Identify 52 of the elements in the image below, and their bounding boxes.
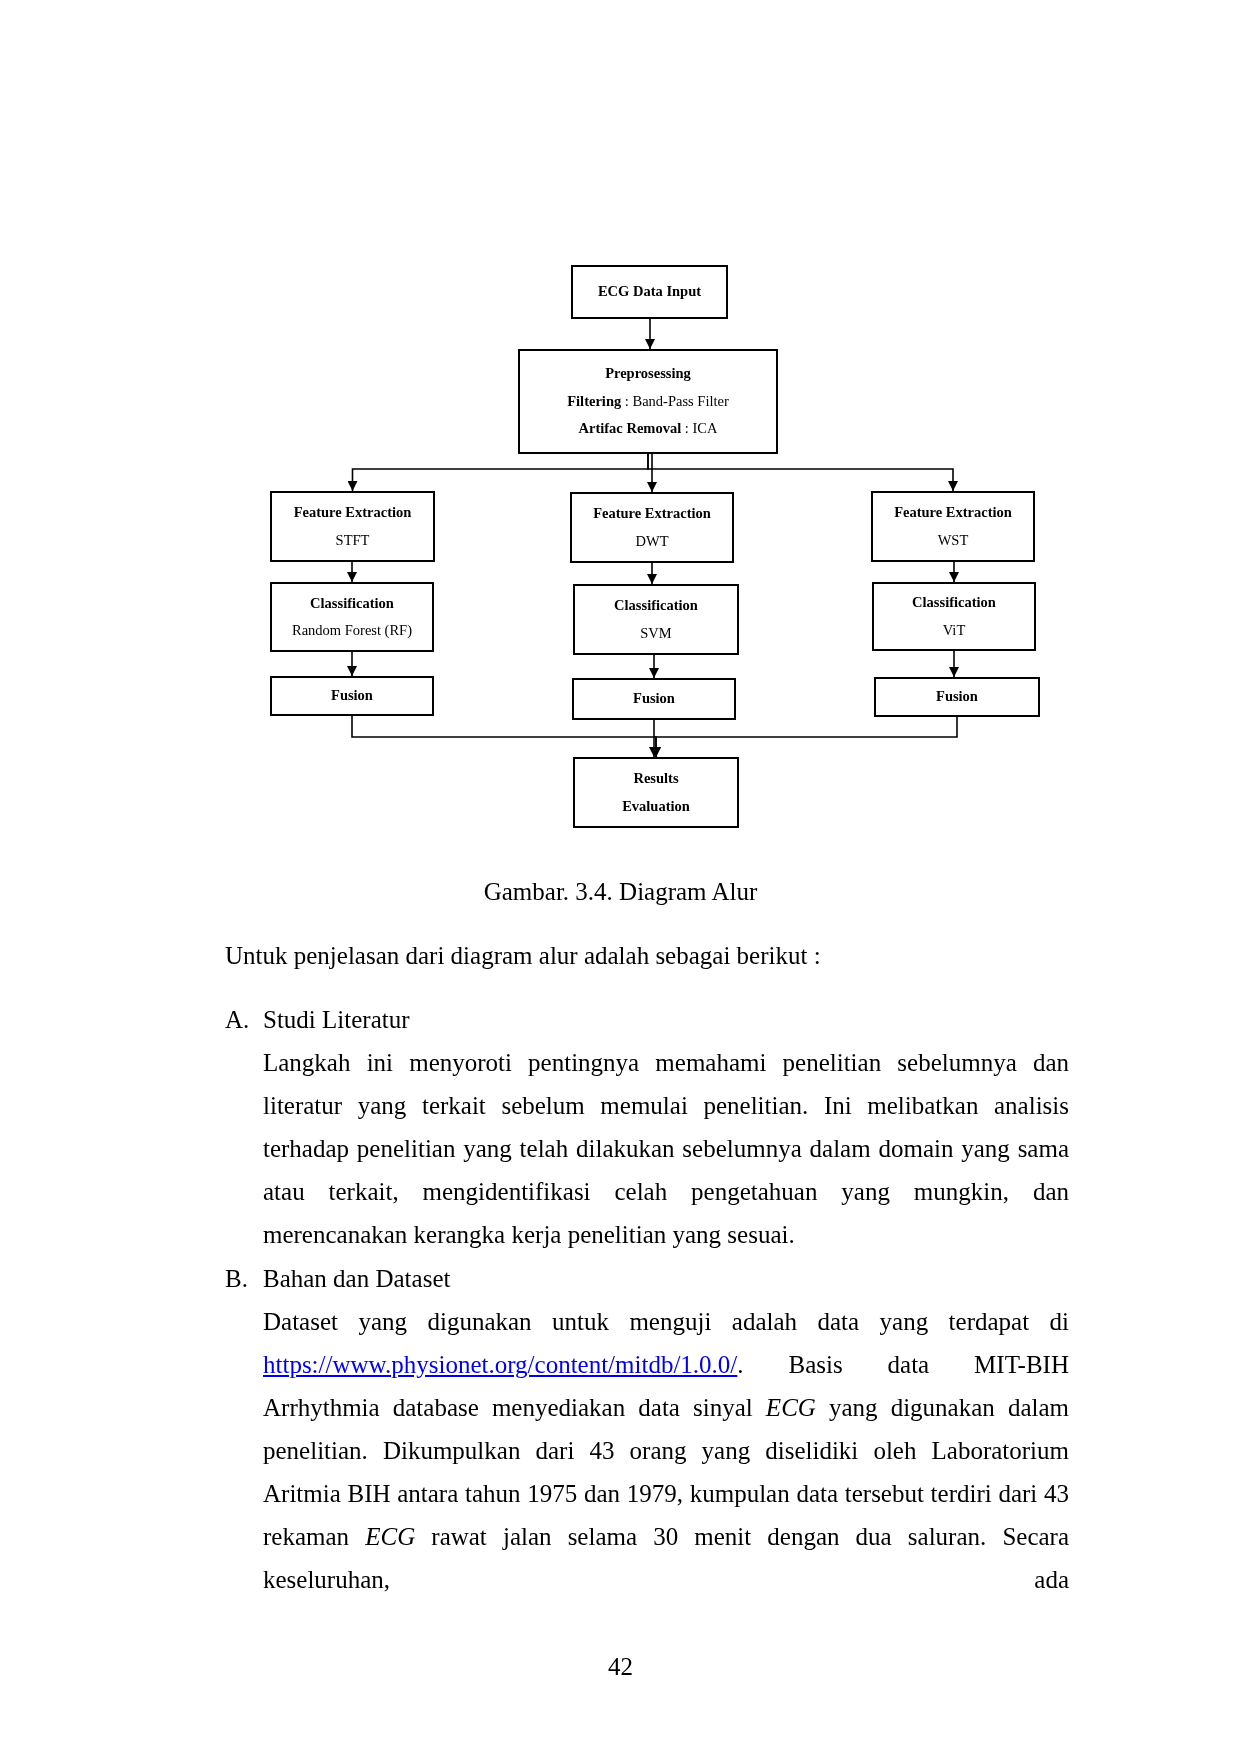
arrow bbox=[649, 654, 659, 679]
arrow bbox=[647, 562, 657, 585]
box-heading: Feature Extraction bbox=[293, 504, 412, 522]
arrow bbox=[347, 651, 357, 677]
arrow bbox=[949, 561, 959, 583]
list-marker: B. bbox=[225, 1264, 248, 1294]
section-heading: Studi Literatur bbox=[263, 1005, 410, 1035]
section-heading: Bahan dan Dataset bbox=[263, 1264, 451, 1294]
process-box bbox=[570, 492, 734, 563]
box-text: DWT bbox=[635, 532, 669, 550]
process-box bbox=[871, 491, 1035, 562]
box-text: Artifac Removal : ICA bbox=[578, 420, 718, 438]
process-box bbox=[872, 582, 1036, 651]
box-text: Evaluation bbox=[622, 797, 690, 815]
box-text: Random Forest (RF) bbox=[292, 622, 412, 640]
box-heading: Fusion bbox=[633, 690, 675, 708]
arrow bbox=[645, 318, 655, 350]
box-heading: Feature Extraction bbox=[593, 505, 711, 523]
paragraph: Langkah ini menyoroti pentingnya memahami penelitian sebelumnya dan literatur yang terkait sebelum memulai penelitian. Ini melibatkan analisis terhadap penelitian yang telah dilakukan sebelumnya dalam domain yang sama atau terkait, mengidentifikasi celah pengetahuan yang mungkin, dan merencanakan kerangka kerja penelitian yang sesuai. bbox=[263, 1048, 1069, 1250]
arrow bbox=[949, 650, 959, 678]
process-box bbox=[571, 265, 728, 319]
arrow bbox=[647, 453, 958, 492]
box-text: ViT bbox=[942, 621, 966, 639]
box-heading: Feature Extraction bbox=[894, 504, 1012, 522]
box-heading: Classification bbox=[310, 594, 394, 612]
box-text: SVM bbox=[640, 624, 672, 642]
process-box bbox=[573, 757, 739, 828]
box-text: WST bbox=[937, 531, 969, 549]
paragraph: Untuk penjelasan dari diagram alur adalah sebagai berikut : bbox=[225, 941, 821, 971]
process-box bbox=[270, 491, 435, 562]
box-heading: ECG Data Input bbox=[597, 283, 702, 301]
box-heading: Fusion bbox=[936, 688, 978, 706]
box-heading: Results bbox=[633, 770, 679, 788]
arrow bbox=[347, 561, 357, 583]
paragraph: Dataset yang digunakan untuk menguji adalah data yang terdapat di https://www.physionet.org/content/mitdb/1.0.0/. Basis data MIT-BIH Arrhythmia database menyediakan data sinyal ECG yang digunakan dalam penelitian. Dikumpulkan dari 43 orang yang diselidiki oleh Laboratorium Aritmia BIH antara tahun 1975 dan 1979, kumpulan data tersebut terdiri dari 43 rekaman ECG rawat jalan selama 30 menit dengan dua saluran. Secara keseluruhan, ada bbox=[263, 1307, 1069, 1595]
link: https://www.physionet.org/content/mitdb/1.0.0/ bbox=[263, 1351, 738, 1378]
list-marker: A. bbox=[225, 1005, 250, 1035]
box-heading: Preprosessing bbox=[605, 365, 691, 383]
process-box bbox=[270, 582, 434, 652]
box-text: Filtering : Band-Pass Filter bbox=[567, 392, 729, 411]
page-number: 42 bbox=[607, 1652, 634, 1682]
process-box bbox=[518, 349, 778, 454]
box-heading: Fusion bbox=[331, 687, 373, 705]
box-heading: Classification bbox=[614, 597, 698, 615]
arrow bbox=[647, 453, 657, 493]
process-box bbox=[270, 676, 434, 716]
figure-caption: Gambar. 3.4. Diagram Alur bbox=[482, 877, 759, 907]
box-heading: Classification bbox=[912, 594, 996, 612]
box-text: STFT bbox=[335, 531, 370, 549]
process-box bbox=[573, 584, 739, 655]
process-box bbox=[874, 677, 1040, 717]
process-box bbox=[572, 678, 736, 720]
